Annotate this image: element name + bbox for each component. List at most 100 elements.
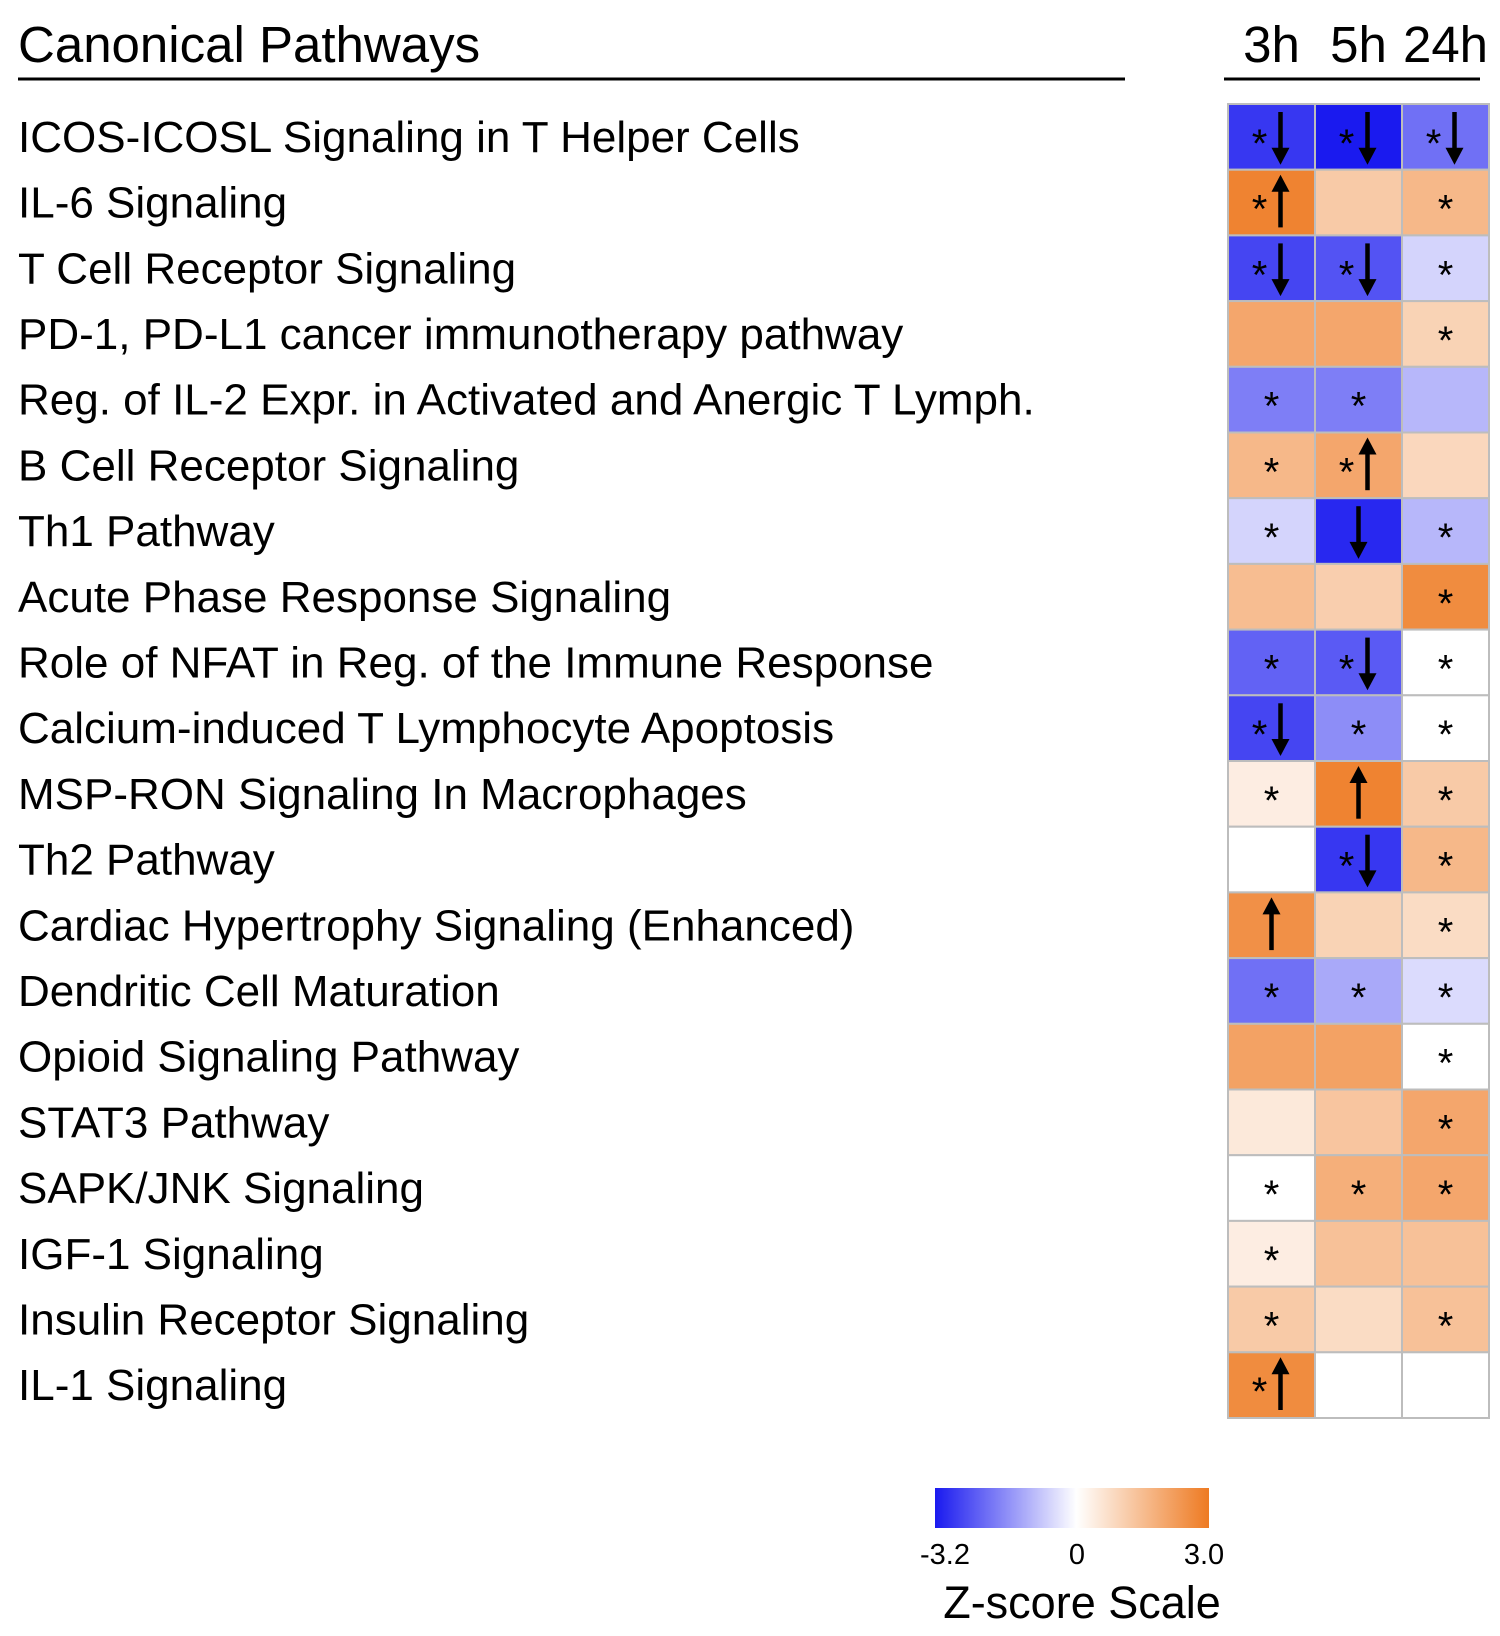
significance-star: * [1264, 1173, 1280, 1217]
significance-star: * [1339, 647, 1355, 691]
significance-star: * [1339, 253, 1355, 297]
arrow-down-icon [1358, 637, 1377, 691]
arrow-down-icon [1271, 112, 1290, 165]
significance-star: * [1264, 647, 1280, 691]
heatmap-cell [1401, 1088, 1490, 1157]
significance-star: * [1438, 976, 1454, 1020]
heatmap-cells: *************************************** [1227, 103, 1490, 1420]
heatmap-cell [1401, 760, 1490, 828]
arrow-down-icon [1271, 703, 1290, 756]
row-label: IL-1 Signaling [18, 1361, 287, 1410]
significance-star: * [1351, 976, 1367, 1020]
significance-star: * [1252, 1370, 1268, 1414]
heatmap-cell [1227, 497, 1316, 565]
row-label: ICOS-ICOSL Signaling in T Helper Cells [18, 113, 800, 162]
heatmap-cell [1401, 1285, 1490, 1354]
heatmap-cell [1401, 103, 1490, 171]
row-label: PD-1, PD-L1 cancer immunotherapy pathway [18, 310, 903, 359]
heatmap-cell [1401, 562, 1490, 631]
significance-star: * [1438, 1042, 1454, 1086]
heatmap-cell [1314, 300, 1403, 368]
color-scale-min-label: -3.2 [920, 1539, 970, 1571]
significance-star: * [1264, 385, 1280, 429]
heatmap-cell [1401, 497, 1490, 565]
heatmap-cell [1401, 1154, 1490, 1222]
row-label: Dendritic Cell Maturation [18, 967, 500, 1016]
significance-star: * [1339, 845, 1355, 889]
heatmap-cell [1227, 760, 1316, 828]
significance-star: * [1438, 253, 1454, 297]
column-headers: 3h 5h 24h [1243, 16, 1488, 73]
significance-star: * [1252, 188, 1268, 232]
row-label: IGF-1 Signaling [18, 1230, 324, 1279]
heatmap-cell [1314, 1022, 1403, 1091]
row-label: Reg. of IL-2 Expr. in Activated and Aner… [18, 376, 1035, 425]
arrow-down-icon [1358, 834, 1377, 888]
significance-star: * [1252, 713, 1268, 757]
column-header-24h: 24h [1403, 16, 1488, 73]
arrow-up-icon [1271, 174, 1290, 228]
significance-star: * [1264, 450, 1280, 494]
row-label: B Cell Receptor Signaling [18, 441, 519, 490]
column-header-5h: 5h [1330, 16, 1387, 73]
color-scale-title: Z-score Scale [943, 1577, 1221, 1628]
significance-star: * [1438, 1107, 1454, 1151]
heatmap-cell [1314, 825, 1403, 894]
significance-star: * [1339, 122, 1355, 166]
heatmap-cell [1227, 234, 1316, 303]
heatmap-cell [1227, 957, 1316, 1025]
row-labels: ICOS-ICOSL Signaling in T Helper CellsIL… [18, 113, 1035, 1410]
heatmap-cell [1314, 562, 1403, 631]
heatmap-cell [1401, 234, 1490, 303]
row-label: MSP-RON Signaling In Macrophages [18, 770, 747, 819]
heatmap-cell [1227, 1219, 1316, 1288]
significance-star: * [1438, 845, 1454, 889]
row-label: Th2 Pathway [18, 836, 275, 885]
heatmap-cell [1227, 431, 1316, 500]
color-scale-mid-label: 0 [1069, 1539, 1085, 1571]
heatmap-cell [1401, 891, 1490, 960]
chart-title: Canonical Pathways [18, 16, 480, 73]
heatmap-cell [1227, 562, 1316, 631]
heatmap-cell [1227, 1285, 1316, 1354]
significance-star: * [1438, 1173, 1454, 1217]
heatmap-cell [1401, 694, 1490, 762]
heatmap-cell [1314, 1351, 1403, 1420]
heatmap-cell [1401, 431, 1490, 500]
heatmap-cell [1227, 1022, 1316, 1091]
row-label: T Cell Receptor Signaling [18, 244, 516, 293]
row-label: Role of NFAT in Reg. of the Immune Respo… [18, 638, 934, 687]
significance-star: * [1252, 122, 1268, 166]
row-label: Opioid Signaling Pathway [18, 1033, 519, 1082]
column-header-3h: 3h [1243, 16, 1300, 73]
row-label: STAT3 Pathway [18, 1098, 329, 1147]
heatmap-cell [1227, 300, 1316, 368]
heatmap-cell [1314, 234, 1403, 303]
significance-star: * [1264, 516, 1280, 560]
significance-star: * [1426, 122, 1442, 166]
heatmap-cell [1227, 694, 1316, 762]
significance-star: * [1351, 1173, 1367, 1217]
arrow-up-icon [1262, 897, 1281, 951]
heatmap-cell [1227, 1351, 1316, 1420]
heatmap-cell [1227, 825, 1316, 894]
significance-star: * [1438, 713, 1454, 757]
significance-star: * [1438, 319, 1454, 363]
arrow-down-icon [1445, 112, 1464, 165]
heatmap-cell [1401, 957, 1490, 1025]
row-label: Th1 Pathway [18, 507, 275, 556]
row-label: IL-6 Signaling [18, 179, 287, 228]
significance-star: * [1438, 582, 1454, 626]
significance-star: * [1438, 1304, 1454, 1348]
row-label: SAPK/JNK Signaling [18, 1164, 424, 1213]
row-label: Insulin Receptor Signaling [18, 1295, 529, 1344]
heatmap-cell [1401, 168, 1490, 237]
color-scale-bar [935, 1488, 1209, 1528]
heatmap-cell [1314, 1154, 1403, 1222]
significance-star: * [1264, 1239, 1280, 1283]
heatmap-cell [1401, 628, 1490, 697]
heatmap-cell [1401, 1351, 1490, 1420]
heatmap-cell [1314, 628, 1403, 697]
color-scale-max-label: 3.0 [1184, 1539, 1224, 1571]
heatmap-cell [1401, 1022, 1490, 1091]
